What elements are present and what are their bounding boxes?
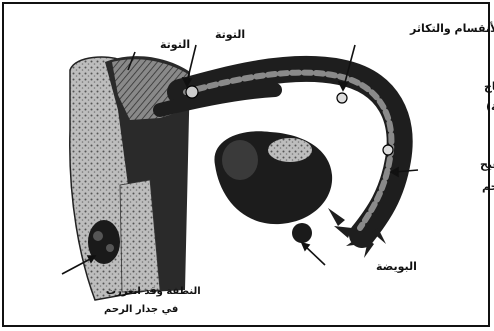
label-zygote-line1: النطفة الأمشاج [484, 79, 494, 94]
ovum [292, 223, 312, 243]
ovary-speckle-patch [268, 138, 312, 162]
label-implantation-line2: في جدار الرحم [104, 304, 178, 315]
label-zygote-line2: (البويضة الملقحة) [486, 100, 494, 113]
label-implantation-line1: النطفة وقد انغرزت [106, 286, 201, 297]
label-fertilization-line2: في قناة الرحم [482, 180, 494, 193]
cleavage-stage [337, 93, 347, 103]
embryo-cell-1 [93, 231, 103, 241]
label-ovum: البويضة [376, 260, 417, 273]
zygote [383, 145, 393, 155]
morula-stage [186, 86, 198, 98]
label-morula-left: التوتة [160, 38, 190, 51]
label-fertilization-line1: أثناء التلقيح [480, 157, 494, 171]
label-morula-right: التوتة [215, 28, 245, 41]
ovary-follicle [222, 140, 258, 180]
label-cleavage-start: بداية الأنقسام والتكاثر [409, 21, 494, 35]
embryo-cell-2 [106, 244, 114, 252]
arrow-ovum [305, 246, 325, 265]
